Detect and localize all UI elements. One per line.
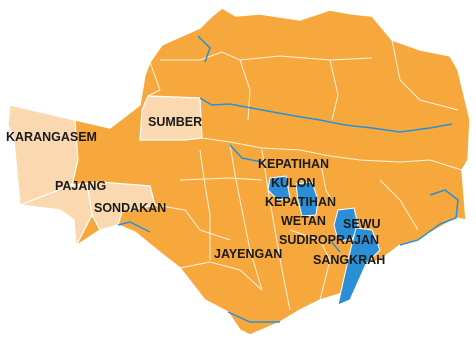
district-boundaries <box>147 39 463 311</box>
district-sudiroprajan <box>333 207 359 241</box>
label-jayengan: JAYENGAN <box>214 247 282 261</box>
district-sondakan <box>71 181 156 231</box>
label-sondakan: SONDAKAN <box>94 201 166 215</box>
label-sudiroprajan: SUDIROPRAJAN <box>279 233 379 247</box>
label-kepatihan-kulon-line2: KULON <box>271 176 315 190</box>
label-karangasem: KARANGASEM <box>6 130 97 144</box>
rivers <box>117 35 459 323</box>
district-kepatihan-kulon <box>267 175 291 201</box>
label-pajang: PAJANG <box>55 179 106 193</box>
label-kepatihan-wetan-line2: WETAN <box>281 214 326 228</box>
district-kepatihan-wetan <box>295 181 319 217</box>
district-sewu-sangkrah <box>337 227 381 306</box>
label-sewu: SEWU <box>343 217 381 231</box>
city-area <box>7 7 471 336</box>
label-kepatihan-wetan-line1: KEPATIHAN <box>265 195 336 209</box>
label-sumber: SUMBER <box>148 115 202 129</box>
label-sangkrah: SANGKRAH <box>313 253 385 267</box>
label-kepatihan-kulon-line1: KEPATIHAN <box>258 157 329 171</box>
